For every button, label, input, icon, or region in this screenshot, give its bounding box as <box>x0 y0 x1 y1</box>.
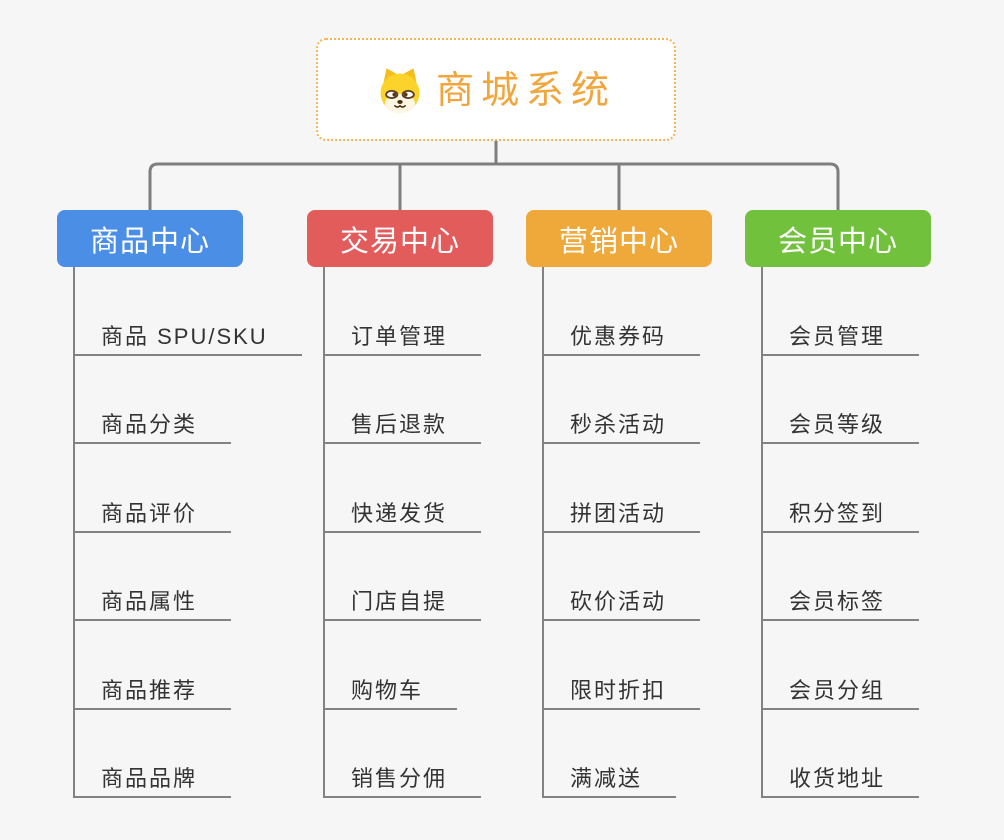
leaf-topic[interactable]: 砍价活动 <box>544 591 701 621</box>
leaf-topic[interactable]: 购物车 <box>325 679 458 710</box>
leaf-row: 会员标签 <box>763 533 965 621</box>
leaf-topic[interactable]: 商品属性 <box>75 591 232 621</box>
leaf-row: 商品分类 <box>75 356 277 444</box>
leaf-row: 售后退款 <box>325 356 527 444</box>
leaf-topic[interactable]: 商品分类 <box>75 414 232 444</box>
leaf-row: 快递发货 <box>325 444 527 533</box>
leaf-row: 会员等级 <box>763 356 965 444</box>
branch-column: 交易中心 订单管理 售后退款 快递发货 门店自提 购物车 销售分佣 <box>307 210 527 798</box>
leaf-row: 商品评价 <box>75 444 277 533</box>
leaf-topic[interactable]: 限时折扣 <box>544 679 701 710</box>
branch-children-list: 优惠券码 秒杀活动 拼团活动 砍价活动 限时折扣 满减送 <box>542 267 746 798</box>
leaf-topic[interactable]: 会员管理 <box>763 325 920 356</box>
branch-column: 营销中心 优惠券码 秒杀活动 拼团活动 砍价活动 限时折扣 满减送 <box>526 210 746 798</box>
leaf-topic[interactable]: 售后退款 <box>325 414 482 444</box>
leaf-topic[interactable]: 秒杀活动 <box>544 414 701 444</box>
leaf-topic[interactable]: 会员标签 <box>763 591 920 621</box>
leaf-topic[interactable]: 订单管理 <box>325 325 482 356</box>
leaf-topic[interactable]: 优惠券码 <box>544 325 701 356</box>
leaf-row: 会员分组 <box>763 621 965 710</box>
leaf-row: 收货地址 <box>763 710 965 798</box>
leaf-topic[interactable]: 门店自提 <box>325 591 482 621</box>
branch-children-list: 订单管理 售后退款 快递发货 门店自提 购物车 销售分佣 <box>323 267 527 798</box>
leaf-row: 会员管理 <box>763 267 965 356</box>
leaf-topic[interactable]: 会员等级 <box>763 414 920 444</box>
leaf-topic[interactable]: 满减送 <box>544 768 677 798</box>
leaf-topic[interactable]: 销售分佣 <box>325 768 482 798</box>
branch-topic[interactable]: 商品中心 <box>57 210 243 267</box>
root-topic[interactable]: 商城系统 <box>316 38 676 141</box>
leaf-row: 门店自提 <box>325 533 527 621</box>
branch-children-list: 商品 SPU/SKU 商品分类 商品评价 商品属性 商品推荐 商品品牌 <box>73 267 302 798</box>
branch-topic[interactable]: 交易中心 <box>307 210 493 267</box>
leaf-topic[interactable]: 收货地址 <box>763 768 920 798</box>
root-topic-title: 商城系统 <box>435 69 616 112</box>
bus-line <box>148 162 840 210</box>
branch-topic[interactable]: 会员中心 <box>745 210 931 267</box>
leaf-row: 销售分佣 <box>325 710 527 798</box>
leaf-row: 拼团活动 <box>544 444 746 533</box>
leaf-topic[interactable]: 快递发货 <box>325 502 482 533</box>
leaf-topic[interactable]: 会员分组 <box>763 679 920 710</box>
leaf-topic[interactable]: 商品品牌 <box>75 768 232 798</box>
leaf-row: 商品属性 <box>75 533 277 621</box>
leaf-topic[interactable]: 商品评价 <box>75 502 232 533</box>
leaf-row: 积分签到 <box>763 444 965 533</box>
leaf-row: 商品品牌 <box>75 710 277 798</box>
leaf-row: 订单管理 <box>325 267 527 356</box>
branch-topic[interactable]: 营销中心 <box>526 210 712 267</box>
branch-column: 商品中心 商品 SPU/SKU 商品分类 商品评价 商品属性 商品推荐 商品品牌 <box>57 210 302 798</box>
leaf-row: 砍价活动 <box>544 533 746 621</box>
leaf-row: 满减送 <box>544 710 746 798</box>
leaf-topic[interactable]: 积分签到 <box>763 502 920 533</box>
leaf-topic[interactable]: 拼团活动 <box>544 502 701 533</box>
leaf-row: 限时折扣 <box>544 621 746 710</box>
leaf-row: 商品 SPU/SKU <box>75 267 302 356</box>
leaf-row: 购物车 <box>325 621 527 710</box>
leaf-row: 秒杀活动 <box>544 356 746 444</box>
branch-children-list: 会员管理 会员等级 积分签到 会员标签 会员分组 收货地址 <box>761 267 965 798</box>
leaf-row: 优惠券码 <box>544 267 746 356</box>
leaf-row: 商品推荐 <box>75 621 277 710</box>
leaf-topic[interactable]: 商品 SPU/SKU <box>75 325 302 356</box>
branch-column: 会员中心 会员管理 会员等级 积分签到 会员标签 会员分组 收货地址 <box>745 210 965 798</box>
dog-face-icon <box>380 67 420 113</box>
leaf-topic[interactable]: 商品推荐 <box>75 679 232 710</box>
